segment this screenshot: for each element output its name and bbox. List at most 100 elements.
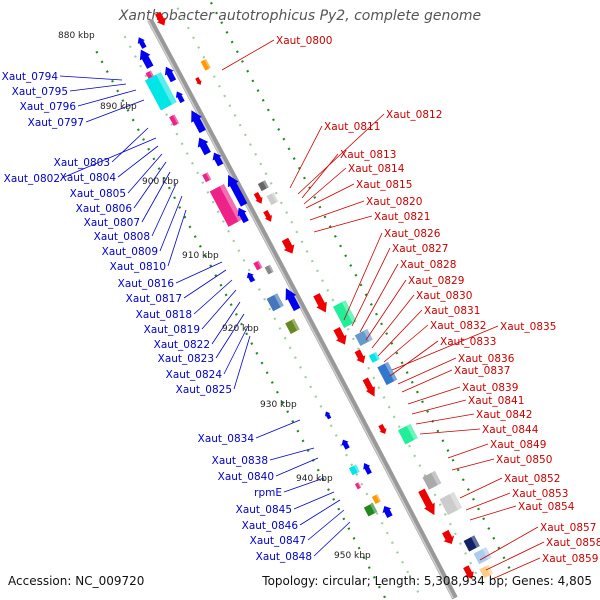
gene-arrow-20 [263,209,273,222]
reverse-leader-27 [307,509,345,541]
gene-feature-33 [368,351,380,363]
gene-feature-27 [285,318,300,335]
forward-leader-4 [303,167,347,205]
tick-label-6: 940 kbp [296,474,333,484]
gene-arrow-14 [237,207,249,224]
reverse-gene-label-22: Xaut_0838 [212,455,268,467]
reverse-gene-label-15: Xaut_0818 [136,309,192,321]
forward-gene-label-19: Xaut_0839 [462,382,518,394]
gene-box-44 [363,503,378,517]
gene-box-29 [333,300,357,328]
reverse-leader-23 [275,457,319,477]
forward-gene-label-8: Xaut_0826 [384,228,441,240]
reverse-gene-label-19: Xaut_0824 [166,369,223,381]
gene-box-shine-33 [373,351,380,361]
forward-leader-20 [411,399,467,415]
forward-gene-label-7: Xaut_0821 [374,211,430,223]
reverse-leader-25 [293,491,335,510]
gene-box-24 [264,264,274,275]
gene-box-shine-22 [257,260,263,269]
gene-box-15 [200,58,211,71]
gene-feature-6 [175,91,185,104]
gene-feature-28 [313,293,327,313]
forward-gene-label-22: Xaut_0844 [482,424,539,436]
gene-box-shine-15 [204,58,211,69]
reverse-gene-label-3: Xaut_0797 [28,117,84,129]
gene-feature-42 [354,482,362,490]
forward-leader-9 [351,247,391,327]
gene-arrow-49 [442,529,455,545]
forward-gene-label-16: Xaut_0833 [440,336,496,348]
gene-feature-18 [253,191,263,204]
accession-info: Accession: NC_009720 [8,574,144,588]
gene-feature-34 [377,361,398,386]
forward-gene-label-23: Xaut_0849 [490,439,546,451]
forward-gene-label-30: Xaut_0859 [542,553,598,565]
reverse-gene-label-26: Xaut_0846 [242,520,299,532]
gene-box-shine-48 [449,491,463,510]
reverse-gene-label-0: Xaut_0794 [2,71,59,83]
forward-gene-label-25: Xaut_0852 [504,473,560,485]
reverse-gene-label-28: Xaut_0848 [256,551,312,563]
gene-arrow-28 [313,293,327,313]
reverse-leader-1 [69,83,127,92]
reverse-leader-16 [201,289,237,330]
gene-box-50 [463,535,480,552]
reverse-gene-label-5: Xaut_0802 [4,173,60,185]
tick-label-1: 890 kbp [100,102,137,112]
gene-feature-50 [463,535,480,552]
forward-gene-label-21: Xaut_0842 [476,409,532,421]
forward-leader-5 [305,183,355,209]
tick-label-3: 910 kbp [182,251,219,261]
forward-gene-label-27: Xaut_0854 [518,501,575,513]
gene-box-shine-11 [205,172,212,181]
gene-feature-46 [422,470,442,490]
gene-box-25 [266,293,284,312]
forward-gene-label-12: Xaut_0830 [416,290,472,302]
forward-gene-label-26: Xaut_0853 [512,488,568,500]
reverse-gene-label-2: Xaut_0796 [20,101,77,113]
gene-feature-31 [354,328,373,346]
forward-leader-22 [419,428,481,435]
gene-feature-36 [324,411,332,420]
forward-gene-label-18: Xaut_0837 [454,365,510,377]
gene-feature-23 [246,272,255,283]
gene-feature-39 [397,423,418,445]
reverse-leader-2 [77,89,137,107]
gene-arrow-38 [378,423,387,434]
reverse-leader-4 [111,127,149,163]
reverse-gene-label-7: Xaut_0805 [70,188,126,200]
gene-box-shine-27 [291,318,300,331]
reverse-gene-label-18: Xaut_0823 [158,353,214,365]
gene-feature-8 [191,110,206,134]
reverse-leader-15 [193,279,233,315]
gene-box-shine-31 [363,328,373,342]
reverse-gene-label-8: Xaut_0806 [76,203,133,215]
gene-box-shine-12 [219,183,243,222]
reverse-leader-26 [299,499,341,526]
gene-box-shine-7 [172,114,180,125]
forward-gene-label-20: Xaut_0841 [468,395,524,407]
forward-gene-label-11: Xaut_0829 [408,275,464,287]
forward-gene-label-9: Xaut_0827 [392,243,448,255]
forward-leader-6 [309,200,365,221]
gene-feature-52 [463,565,474,580]
gene-feature-1 [137,37,147,49]
gene-box-48 [439,491,463,516]
gene-feature-4 [144,72,177,111]
gene-box-22 [253,260,263,271]
forward-gene-label-0: Xaut_0800 [276,35,332,47]
reverse-leader-19 [223,325,249,375]
reverse-gene-label-11: Xaut_0809 [102,246,158,258]
gene-box-shine-29 [341,300,357,324]
forward-leader-13 [377,309,423,357]
gene-arrow-9 [197,137,211,156]
gene-box-4 [144,72,177,111]
gene-arrow-26 [285,288,301,312]
forward-leader-3 [301,153,339,199]
gene-feature-43 [371,494,381,505]
gene-arrow-52 [463,565,474,580]
